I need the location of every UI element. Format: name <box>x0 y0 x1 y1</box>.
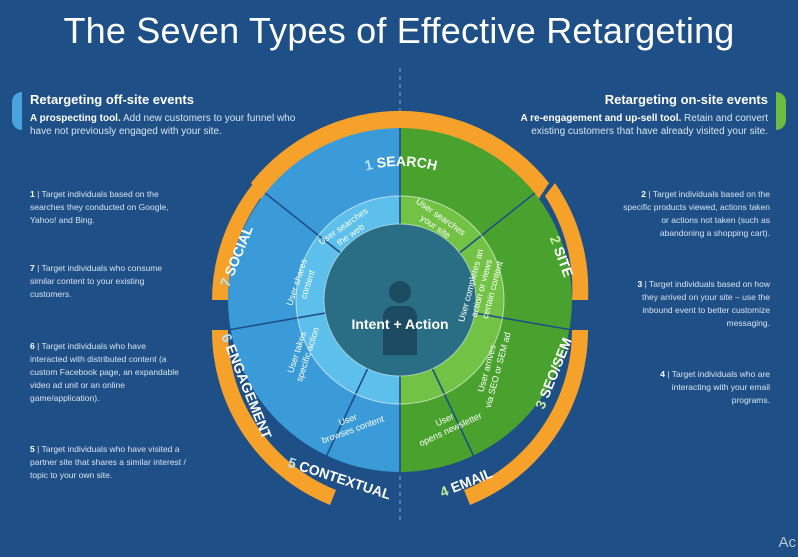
left-header-title: Retargeting off-site events <box>30 92 194 107</box>
note-site: 2 | Target individuals based on the spec… <box>623 189 770 238</box>
left-header-lead: A prospecting tool. <box>30 113 121 124</box>
orange-arc-left-top <box>212 185 262 300</box>
right-header-desc: A re-engagement and up-sell tool. Retain… <box>498 112 769 138</box>
orange-arc-right-bottom <box>464 330 589 505</box>
note-search: 1 | Target individuals based on the sear… <box>30 189 169 225</box>
left-accent-tab <box>12 92 22 130</box>
orange-arc-right-top <box>545 183 589 300</box>
right-header-title: Retargeting on-site events <box>604 92 768 107</box>
segment-number: 3 <box>532 398 550 411</box>
segment-number: 4 <box>438 482 451 500</box>
segment-number: 1 <box>363 156 375 173</box>
page-title: The Seven Types of Effective Retargeting <box>63 10 735 51</box>
inner-ring-border <box>295 195 505 405</box>
note-text: Target individuals based on the specific… <box>623 189 770 238</box>
note-number: 7 <box>30 263 35 273</box>
note-social: 7 | Target individuals who consume simil… <box>30 263 162 299</box>
left-header-body: Add new customers to your funnel who hav… <box>30 113 296 137</box>
note-number: 4 <box>660 369 665 379</box>
note-number: 6 <box>30 341 35 351</box>
note-number: 5 <box>30 444 35 454</box>
right-accent-tab <box>776 92 786 130</box>
center-label: Intent + Action <box>351 316 448 332</box>
note-text: Target individuals based on how they arr… <box>641 279 770 328</box>
note-text: Target individuals who consume similar c… <box>30 263 162 299</box>
segment-number: 5 <box>286 454 299 472</box>
orange-arc-top <box>251 110 549 200</box>
orange-arc-left-bottom <box>211 330 336 505</box>
note-number: 3 <box>637 279 643 289</box>
note-number: 1 <box>30 189 35 199</box>
right-header-body: Retain and convert existing customers th… <box>531 113 768 137</box>
right-header-lead: A re-engagement and up-sell tool. <box>520 113 682 124</box>
person-icon <box>383 281 417 355</box>
note-contextual: 5 | Target individuals who have visited … <box>30 444 186 480</box>
segment-name: SEARCH <box>376 153 439 173</box>
note-text: Target individuals based on the searches… <box>30 189 169 225</box>
note-text: Target individuals who have interacted w… <box>30 341 179 403</box>
note-number: 2 <box>641 189 647 199</box>
note-seo-sem: 3 | Target individuals based on how they… <box>637 279 770 328</box>
segment-label-search: 1 SEARCH <box>363 153 439 174</box>
note-text: Target individuals who are interacting w… <box>671 369 770 405</box>
note-engagement: 6 | Target individuals who have interact… <box>30 341 179 403</box>
left-header-desc: A prospecting tool. Add new customers to… <box>30 112 300 138</box>
note-email: 4 | Target individuals who are interacti… <box>660 369 770 405</box>
corner-text: Ac <box>778 534 796 551</box>
note-text: Target individuals who have visited a pa… <box>30 444 186 480</box>
